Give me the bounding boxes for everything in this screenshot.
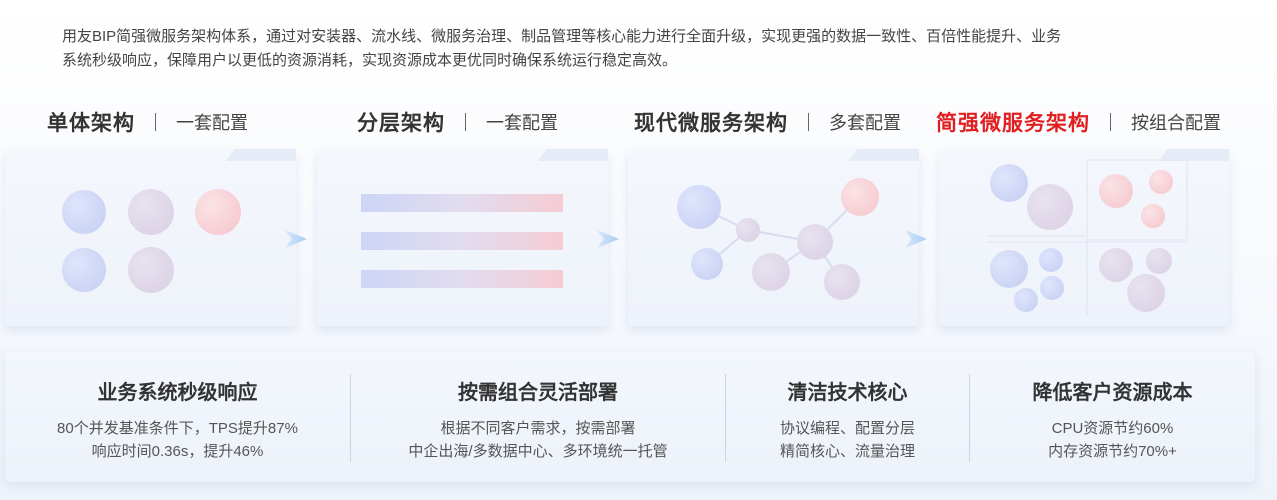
service-node xyxy=(752,253,790,291)
intro-line-1: 用友BIP简强微服务架构体系，通过对安装器、流水线、微服务治理、制品管理等核心能… xyxy=(62,28,1062,45)
service-node xyxy=(1099,174,1133,208)
arch-name: 单体架构 xyxy=(47,112,135,135)
feature-detail: 响应时间0.36s，提升46% xyxy=(91,443,264,460)
title-separator xyxy=(465,113,466,131)
card-tab xyxy=(226,149,296,161)
service-node xyxy=(841,178,879,216)
feature-cost: 降低客户资源成本 CPU资源节约60% 内存资源节约70%+ xyxy=(970,352,1255,482)
layer-bar xyxy=(361,232,563,250)
arch-name-highlight: 简强微服务架构 xyxy=(936,112,1090,135)
feature-title: 按需组合灵活部署 xyxy=(458,382,618,404)
feature-detail: CPU资源节约60% xyxy=(1051,420,1174,437)
service-node xyxy=(1099,248,1133,282)
arch-title-simplified-microservice: 简强微服务架构 按组合配置 xyxy=(936,104,1221,140)
feature-title: 清洁技术核心 xyxy=(787,382,908,404)
service-circle xyxy=(62,248,106,292)
feature-response: 业务系统秒级响应 80个并发基准条件下，TPS提升87% 响应时间0.36s，提… xyxy=(5,352,350,482)
service-node xyxy=(1127,274,1165,312)
arch-name: 现代微服务架构 xyxy=(634,112,788,135)
network-lines xyxy=(698,196,861,283)
service-node xyxy=(824,264,860,300)
service-node xyxy=(797,224,833,260)
title-separator xyxy=(1110,113,1111,131)
service-node xyxy=(990,250,1028,288)
card-tab xyxy=(849,149,919,161)
divider xyxy=(969,374,970,462)
arch-config: 按组合配置 xyxy=(1131,113,1221,133)
feature-title: 降低客户资源成本 xyxy=(1032,382,1193,404)
title-separator xyxy=(155,113,156,131)
service-node xyxy=(1146,248,1172,274)
arch-config: 一套配置 xyxy=(486,113,558,133)
divider xyxy=(350,374,351,462)
service-node xyxy=(736,218,760,242)
feature-clean-core: 清洁技术核心 协议编程、配置分层 精简核心、流量治理 xyxy=(726,352,969,482)
service-node xyxy=(1039,248,1063,272)
service-circle xyxy=(128,189,174,235)
arch-title-layered: 分层架构 一套配置 xyxy=(357,104,558,140)
service-node xyxy=(691,248,723,280)
intro-paragraph: 用友BIP简强微服务架构体系，通过对安装器、流水线、微服务治理、制品管理等核心能… xyxy=(62,25,1202,73)
service-circle xyxy=(128,247,174,293)
service-node xyxy=(1014,288,1038,312)
feature-detail: 协议编程、配置分层 xyxy=(779,420,915,437)
arch-config: 多套配置 xyxy=(829,113,901,133)
feature-detail: 中企出海/多数据中心、多环境统一托管 xyxy=(408,443,668,460)
card-tab xyxy=(538,149,608,161)
intro-line-2: 系统秒级响应，保障用户以更低的资源消耗，实现资源成本更优同时确保系统运行稳定高效… xyxy=(62,52,678,69)
feature-detail: 80个并发基准条件下，TPS提升87% xyxy=(57,420,298,437)
grid-lines xyxy=(987,159,1188,316)
service-node xyxy=(1149,170,1173,194)
arch-name: 分层架构 xyxy=(357,112,445,135)
arch-config: 一套配置 xyxy=(176,113,248,133)
features-panel: 业务系统秒级响应 80个并发基准条件下，TPS提升87% 响应时间0.36s，提… xyxy=(5,352,1255,482)
simplified-microservice-diagram-card xyxy=(939,149,1229,326)
layer-bar xyxy=(361,194,563,212)
arch-title-monolithic: 单体架构 一套配置 xyxy=(47,104,248,140)
layer-bar xyxy=(361,270,563,288)
service-circle xyxy=(62,190,106,234)
feature-detail: 内存资源节约70%+ xyxy=(1048,443,1177,460)
monolithic-diagram-card xyxy=(5,149,296,326)
microservice-diagram-card xyxy=(628,149,919,326)
feature-detail: 根据不同客户需求，按需部署 xyxy=(440,420,636,437)
feature-detail: 精简核心、流量治理 xyxy=(779,443,915,460)
service-node xyxy=(677,185,721,229)
card-tab xyxy=(1159,149,1229,161)
architecture-titles: 单体架构 一套配置 分层架构 一套配置 现代微服务架构 多套配置 简强微服务架构… xyxy=(0,104,1277,140)
arch-title-modern-microservice: 现代微服务架构 多套配置 xyxy=(634,104,901,140)
service-node xyxy=(1040,276,1064,300)
layered-diagram-card xyxy=(317,149,608,326)
service-node xyxy=(990,164,1028,202)
title-separator xyxy=(808,113,809,131)
service-node xyxy=(1027,184,1073,230)
divider xyxy=(725,374,726,462)
service-node xyxy=(1141,204,1165,228)
feature-title: 业务系统秒级响应 xyxy=(97,382,258,404)
feature-deployment: 按需组合灵活部署 根据不同客户需求，按需部署 中企出海/多数据中心、多环境统一托… xyxy=(351,352,725,482)
service-circle xyxy=(195,189,241,235)
